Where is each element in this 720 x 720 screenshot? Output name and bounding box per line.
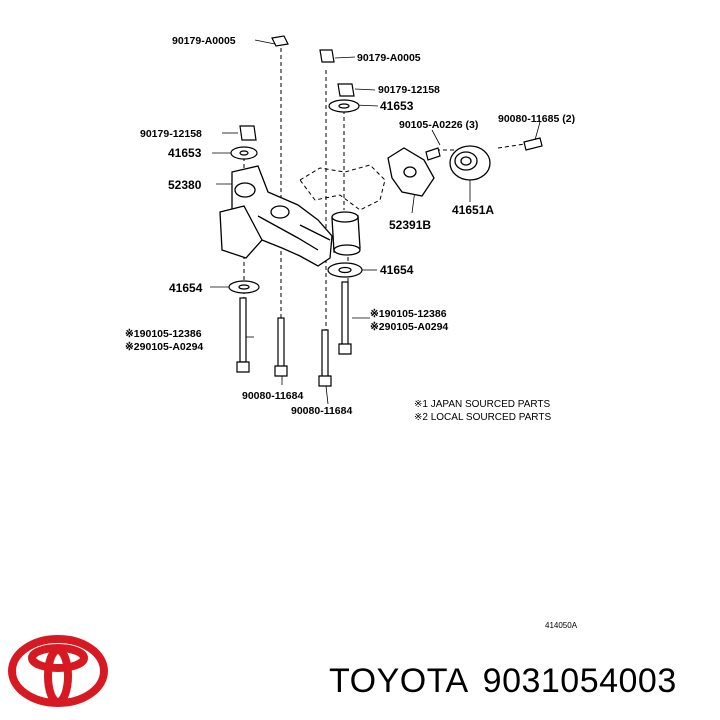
label-90179-a0005: 90179-A0005 — [357, 52, 421, 64]
brand-name: TOYOTA — [329, 662, 469, 700]
label-41654-right: 41654 — [380, 263, 414, 277]
toyota-logo-icon — [8, 635, 108, 707]
washers — [228, 99, 363, 294]
label-41653-left: 41653 — [168, 146, 202, 160]
label-90179-12158-left: 90179-12158 — [140, 128, 202, 140]
label-right-japan-bolt: ※190105-12386 — [370, 308, 447, 320]
label-52391b: 52391B — [389, 218, 431, 232]
leader-lines — [210, 39, 541, 405]
mount-bracket-52380 — [219, 165, 333, 267]
label-41654-left: 41654 — [169, 281, 203, 295]
label-left-japan-bolt: ※190105-12386 — [125, 328, 202, 340]
label-90105-a0226: 90105-A0226 (3) — [399, 119, 478, 131]
label-left-local-bolt: ※290105-A0294 — [125, 341, 203, 353]
bushing-41651a — [449, 145, 491, 181]
rubber-cushion — [331, 211, 361, 256]
long-bolts — [236, 281, 352, 387]
label-41651a: 41651A — [452, 203, 494, 217]
label-90080-11684-right: 90080-11684 — [291, 405, 352, 417]
label-90179-12158-right: 90179-12158 — [378, 84, 440, 96]
label-90179-a0005-top: 90179-A0005 — [172, 35, 236, 47]
part-number: 9031054003 — [482, 662, 677, 700]
label-52380: 52380 — [168, 178, 202, 192]
label-90080-11685: 90080-11685 (2) — [498, 113, 575, 125]
small-bolts — [425, 137, 543, 161]
footer-caption: TOYOTA 9031054003 — [329, 662, 691, 701]
label-41653-right: 41653 — [380, 99, 414, 113]
bracket-52391b — [387, 147, 435, 197]
note-japan-sourced: ※1 JAPAN SOURCED PARTS — [414, 399, 551, 410]
note-local-sourced: ※2 LOCAL SOURCED PARTS — [414, 412, 551, 423]
label-right-local-bolt: ※290105-A0294 — [370, 321, 448, 333]
clips — [239, 35, 355, 141]
label-90080-11684-left: 90080-11684 — [242, 390, 303, 402]
diagram-code: 414050A — [545, 621, 578, 630]
